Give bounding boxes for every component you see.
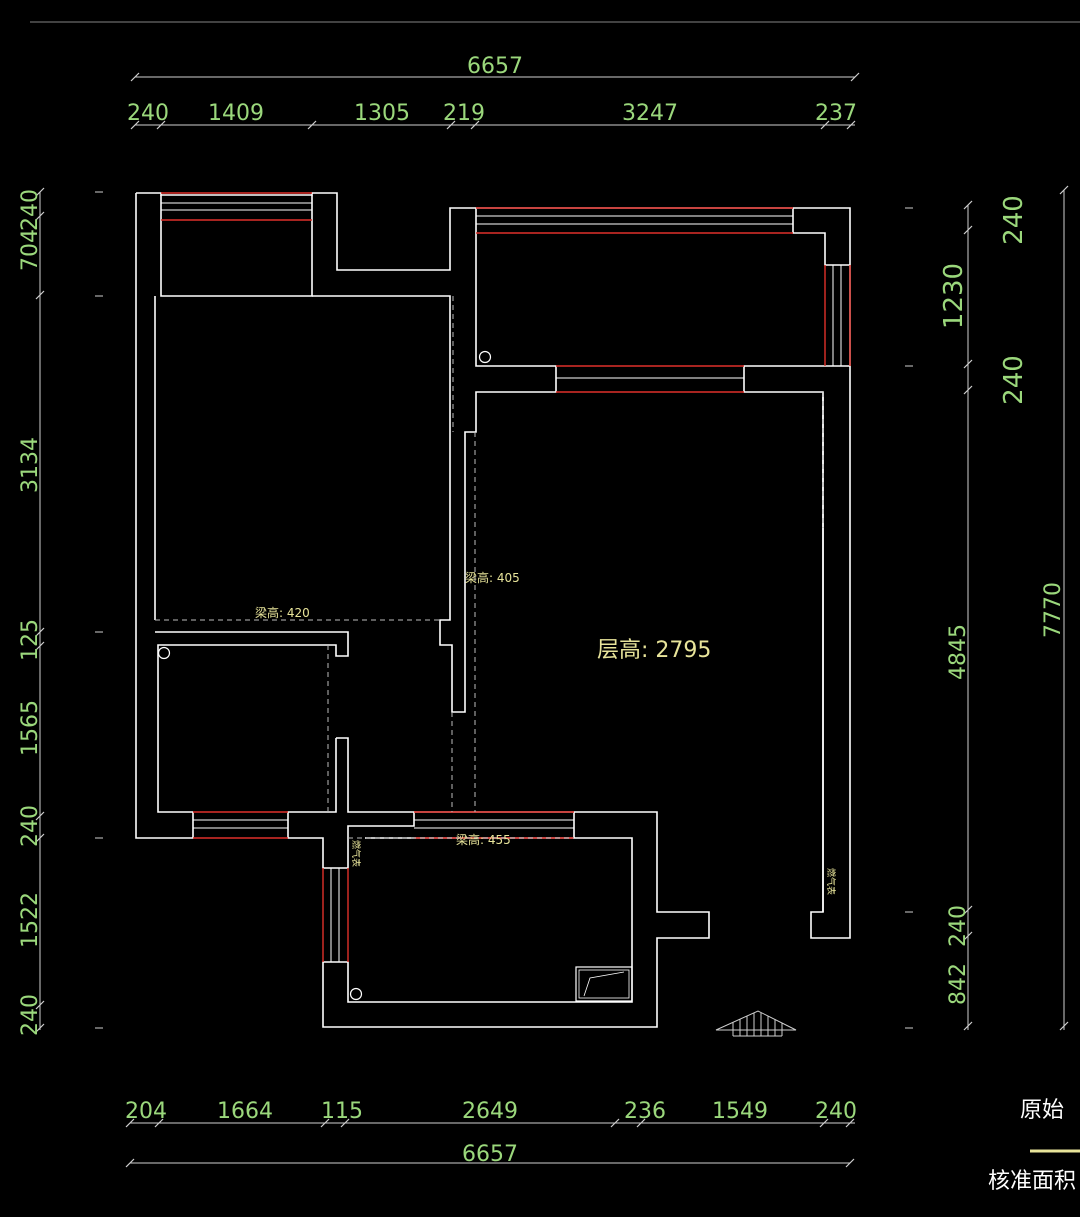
right-total-dim: 7770 xyxy=(1041,582,1066,638)
ceiling-height-label: 层高: 2795 xyxy=(597,638,711,663)
top-dim-5: 3247 xyxy=(622,101,678,126)
bottom-dim-7: 240 xyxy=(815,1099,857,1124)
beam-height-label: 梁高: 420 xyxy=(255,605,310,620)
bottom-dim-5: 236 xyxy=(624,1099,666,1124)
walls xyxy=(135,192,851,1028)
gas-meter-label: 燃气表 xyxy=(825,868,837,895)
left-dim-2: 704 xyxy=(18,229,43,271)
bottom-total-dim: 6657 xyxy=(462,1142,518,1167)
left-dim-7: 1522 xyxy=(18,892,43,948)
right-dim-3: 240 xyxy=(999,355,1029,405)
drain-icon xyxy=(349,987,363,1001)
top-dim-4: 219 xyxy=(443,101,485,126)
left-dim-6: 240 xyxy=(18,805,43,847)
side-title: 原始 核准面积 xyxy=(988,1098,1080,1194)
fixtures xyxy=(157,350,797,1037)
right-dim-6: 842 xyxy=(946,963,971,1005)
left-dim-4: 125 xyxy=(18,619,43,661)
left-dim-1: 240 xyxy=(18,189,43,231)
entrance-arrow-icon xyxy=(715,1010,797,1037)
left-dim-3: 3134 xyxy=(18,437,43,493)
top-dimensions: 6657 240 1409 1305 219 3247 237 xyxy=(127,54,860,130)
top-dim-1: 240 xyxy=(127,101,169,126)
annotations: 层高: 2795 梁高: 420 梁高: 405 梁高: 455 燃气表 燃气表 xyxy=(255,570,837,895)
top-dim-3: 1305 xyxy=(354,101,410,126)
bottom-dimensions: 204 1664 115 2649 236 1549 240 6657 xyxy=(125,1099,857,1168)
top-dim-6: 237 xyxy=(815,101,857,126)
left-dim-8: 240 xyxy=(18,994,43,1036)
beam-lines xyxy=(155,296,824,839)
beam-height-label: 梁高: 455 xyxy=(456,832,511,847)
plan-title: 原始 xyxy=(1020,1098,1064,1123)
bottom-dim-3: 115 xyxy=(321,1099,363,1124)
right-dim-2: 1230 xyxy=(939,263,969,329)
left-dim-5: 1565 xyxy=(18,700,43,756)
windows xyxy=(161,192,851,962)
bottom-dim-4: 2649 xyxy=(462,1099,518,1124)
area-title: 核准面积 xyxy=(988,1169,1076,1194)
top-dim-2: 1409 xyxy=(208,101,264,126)
beam-height-label: 梁高: 405 xyxy=(465,570,520,585)
bottom-dim-1: 204 xyxy=(125,1099,167,1124)
water-heater-icon xyxy=(575,966,633,1002)
right-dim-4: 4845 xyxy=(946,624,971,680)
bottom-dim-2: 1664 xyxy=(217,1099,273,1124)
gas-meter-label: 燃气表 xyxy=(350,840,362,867)
left-dimensions: 240 704 3134 125 1565 240 1522 240 xyxy=(18,187,103,1036)
drain-icon xyxy=(478,350,492,364)
bottom-dim-6: 1549 xyxy=(712,1099,768,1124)
drain-icon xyxy=(157,646,171,660)
right-dimensions: 240 1230 240 4845 240 842 7770 xyxy=(905,185,1069,1031)
top-total-dim: 6657 xyxy=(467,54,523,79)
right-dim-1: 240 xyxy=(999,195,1029,245)
right-dim-5: 240 xyxy=(946,905,971,947)
